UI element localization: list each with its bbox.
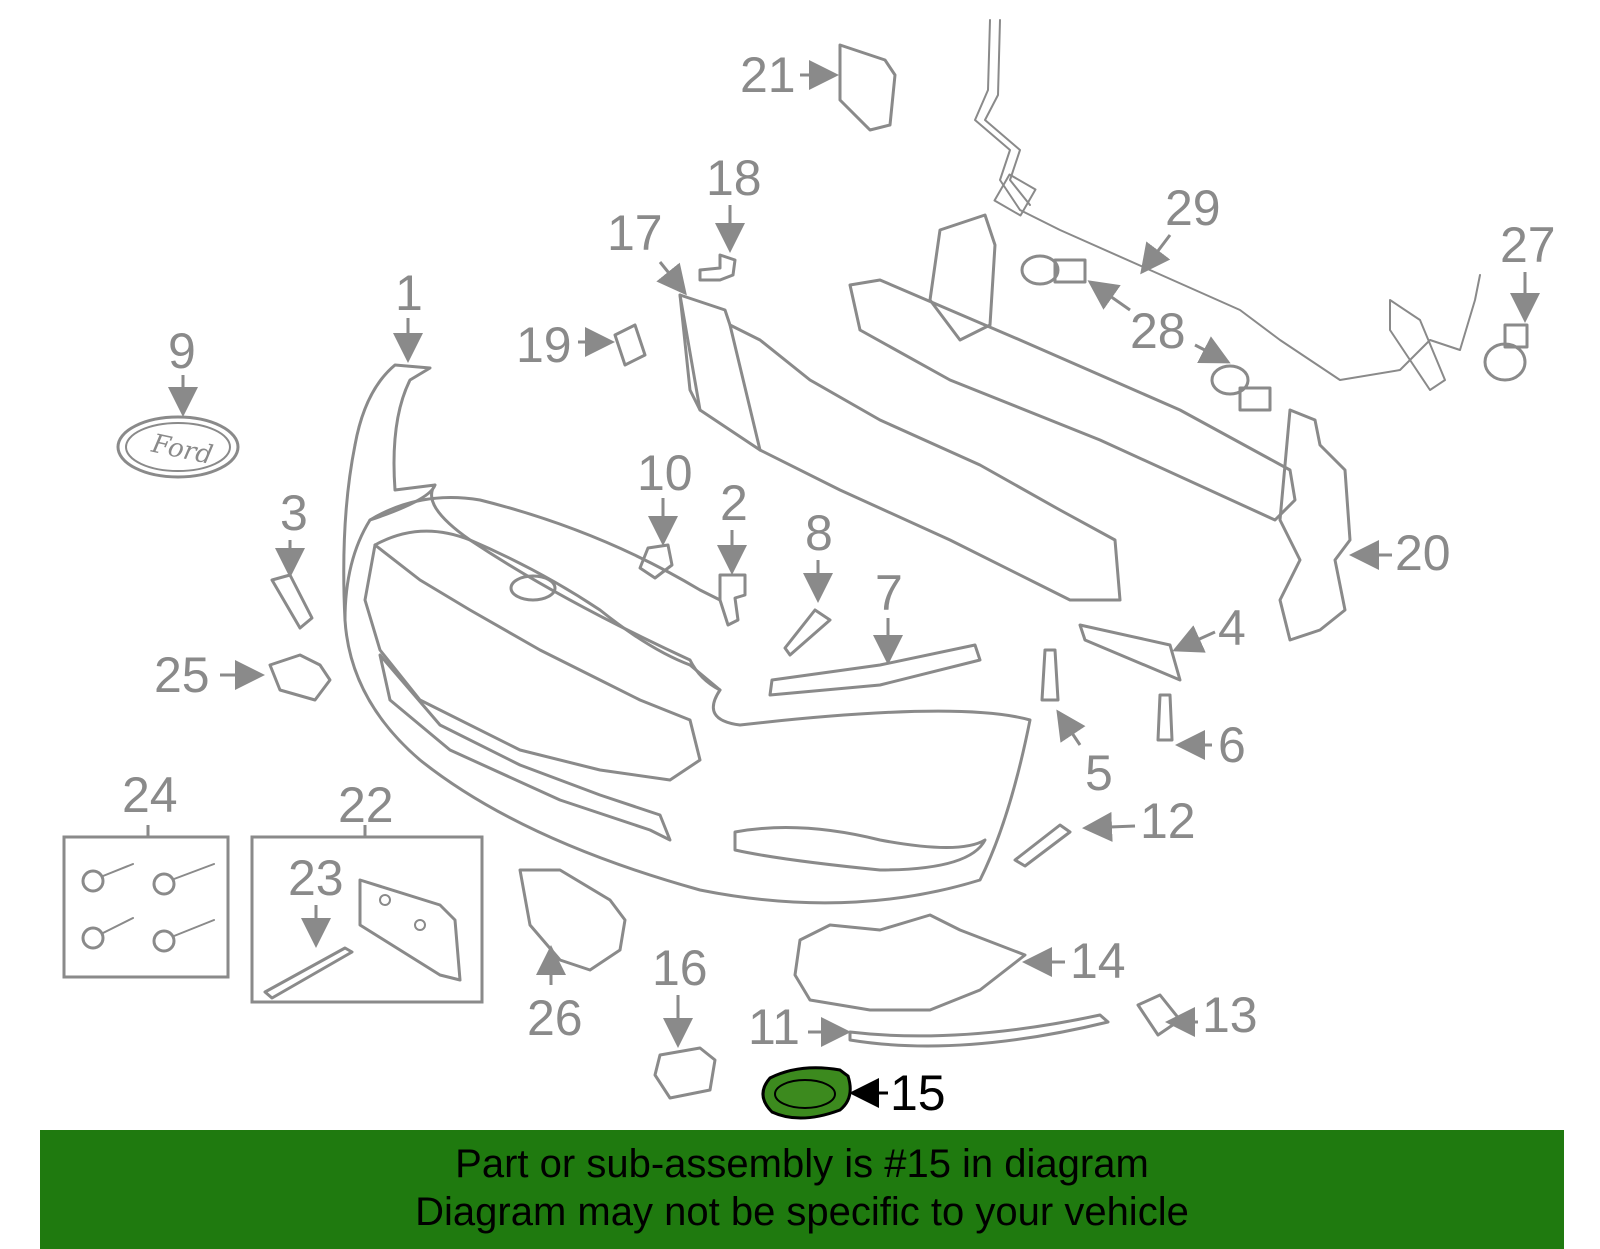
callout-23: 23 xyxy=(288,850,344,906)
callout-29: 29 xyxy=(1165,180,1221,236)
callout-9: 9 xyxy=(168,323,196,379)
callouts: 1 2 3 4 5 6 7 8 9 10 11 12 13 14 15 16 1… xyxy=(122,47,1556,1121)
callout-2: 2 xyxy=(720,475,748,531)
callout-27: 27 xyxy=(1500,217,1556,273)
callout-16: 16 xyxy=(652,940,708,996)
part-14 xyxy=(793,913,1027,1012)
callout-4: 4 xyxy=(1218,600,1246,656)
callout-25: 25 xyxy=(154,647,210,703)
info-banner: Part or sub-assembly is #15 in diagram D… xyxy=(40,1130,1564,1249)
bracket-21 xyxy=(838,43,897,132)
callout-18: 18 xyxy=(706,150,762,206)
callout-14: 14 xyxy=(1070,933,1126,989)
ford-emblem: Ford xyxy=(116,415,240,479)
kit-24 xyxy=(62,835,230,979)
callout-5: 5 xyxy=(1085,745,1113,801)
bumper-reinforcement xyxy=(848,213,1352,642)
callout-21: 21 xyxy=(740,47,796,103)
callout-26: 26 xyxy=(527,990,583,1046)
bumper-cover xyxy=(342,363,1032,905)
callout-11: 11 xyxy=(748,999,800,1055)
parking-sensors xyxy=(1020,254,1529,412)
callout-19: 19 xyxy=(516,317,572,373)
callout-28: 28 xyxy=(1130,303,1186,359)
leader-arrows xyxy=(146,60,1540,1108)
ford-badge-text: Ford xyxy=(148,429,215,471)
callout-6: 6 xyxy=(1218,717,1246,773)
callout-15: 15 xyxy=(890,1065,946,1121)
wiring-harness xyxy=(974,19,1481,391)
callout-10: 10 xyxy=(637,445,693,501)
kit-22 xyxy=(250,835,484,1004)
callout-1: 1 xyxy=(395,265,423,321)
callout-7: 7 xyxy=(875,565,903,621)
energy-absorber xyxy=(678,293,1122,602)
callout-8: 8 xyxy=(805,505,833,561)
highlighted-part-15 xyxy=(761,1066,852,1120)
callout-22: 22 xyxy=(338,777,394,833)
callout-12: 12 xyxy=(1140,793,1196,849)
callout-3: 3 xyxy=(280,485,308,541)
banner-line-1: Part or sub-assembly is #15 in diagram xyxy=(455,1142,1149,1186)
part-11 xyxy=(848,1013,1110,1048)
banner-line-2: Diagram may not be specific to your vehi… xyxy=(415,1190,1189,1234)
callout-17: 17 xyxy=(607,205,663,261)
callout-24: 24 xyxy=(122,767,178,823)
callout-13: 13 xyxy=(1202,987,1258,1043)
fasteners xyxy=(268,253,1182,1100)
callout-20: 20 xyxy=(1395,525,1451,581)
